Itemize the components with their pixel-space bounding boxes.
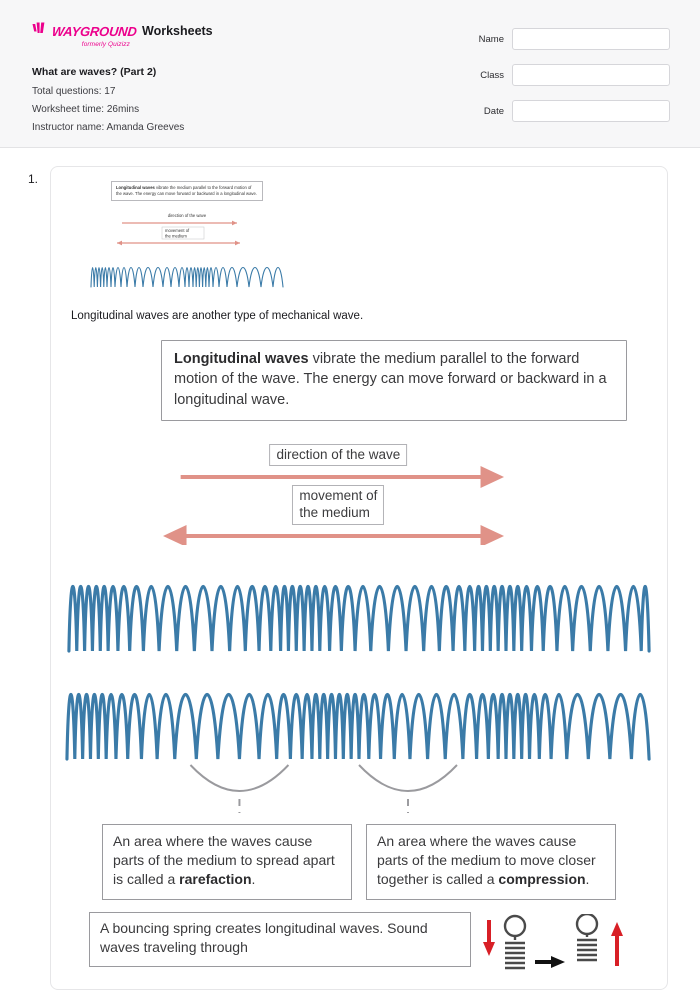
wave-direction-arrows: direction of the wave movement of the me… (65, 433, 653, 547)
wave-row-bottom (65, 692, 651, 761)
wayground-bars-icon (32, 22, 49, 40)
spring-stretched-icon (503, 914, 527, 969)
compression-term: compression (498, 871, 586, 888)
student-info-fields: Name Class Date (470, 28, 670, 136)
svg-text:direction of the wave: direction of the wave (168, 213, 207, 218)
thumbnail-wave (87, 257, 287, 296)
compression-text: An area where the waves cause parts of t… (377, 832, 596, 888)
arrow-down-red-icon (483, 919, 495, 956)
spring-illustration (479, 912, 631, 979)
bouncing-spring-note: A bouncing spring creates longitudinal w… (89, 911, 471, 967)
brace-rarefaction (189, 763, 290, 792)
rarefaction-period: . (251, 871, 256, 888)
brace-compression (358, 763, 458, 792)
worksheet-time: Worksheet time: 26mins (32, 104, 140, 115)
worksheet-meta: What are waves? (Part 2) Total questions… (32, 66, 670, 133)
name-input[interactable] (512, 28, 670, 50)
longitudinal-wave-figure (65, 555, 653, 818)
medium-movement-label: movement of the medium (292, 484, 385, 526)
thumbnail-definition-lead: Longitudinal waves (116, 185, 155, 190)
arrow-up-red-icon (611, 921, 623, 966)
question-card: Longitudinal waves vibrate the medium pa… (50, 166, 668, 990)
name-label: Name (478, 33, 504, 45)
question-1: 1. Longitudinal waves vibrate the medium… (0, 166, 700, 990)
worksheet-body: 1. Longitudinal waves vibrate the medium… (0, 148, 700, 990)
callout-rarefaction: An area where the waves cause parts of t… (102, 823, 352, 900)
compression-period: . (585, 871, 590, 888)
callout-compression: An area where the waves cause parts of t… (366, 823, 616, 900)
class-label: Class (480, 69, 504, 81)
medium-movement-line-2: the medium (299, 505, 370, 521)
wave-traces-svg (65, 584, 651, 813)
brand-row: WAYGROUND formerly Quizizz Worksheets (32, 22, 670, 48)
date-label: Date (483, 105, 504, 117)
definition-lead-term: Longitudinal waves (174, 350, 309, 367)
question-prompt: Longitudinal waves are another type of m… (71, 309, 364, 322)
svg-text:the medium: the medium (165, 233, 187, 238)
wayground-wordmark: WAYGROUND (51, 23, 138, 39)
worksheet-header: WAYGROUND formerly Quizizz Worksheets Wh… (0, 0, 700, 148)
arrows-svg (163, 465, 505, 547)
name-field-row: Name (470, 28, 670, 50)
definition-box: Longitudinal waves vibrate the medium pa… (161, 339, 627, 421)
product-label: Worksheets (142, 24, 213, 38)
medium-movement-line-1: movement of (299, 487, 378, 503)
rarefaction-text: An area where the waves cause parts of t… (113, 832, 335, 888)
arrow-right-black-icon (535, 955, 565, 968)
svg-text:movement of: movement of (165, 228, 190, 233)
worksheet-title: What are waves? (Part 2) (32, 66, 157, 78)
thumbnail-definition-box: Longitudinal waves vibrate the medium pa… (111, 181, 263, 201)
class-input[interactable] (512, 64, 670, 86)
wave-row-top (67, 584, 651, 653)
wayground-tagline: formerly Quizizz (81, 41, 130, 48)
bouncing-spring-text: A bouncing spring creates longitudinal w… (100, 919, 428, 956)
instructor-name: Instructor name: Amanda Greeves (32, 122, 185, 133)
thumbnail-definition-rest: vibrate the medium parallel to the forwa… (116, 185, 257, 196)
total-questions: Total questions: 17 (32, 86, 116, 97)
spring-svg (483, 912, 623, 969)
spring-compressed-icon (575, 912, 599, 961)
date-field-row: Date (470, 100, 670, 122)
callout-boxes: An area where the waves cause parts of t… (89, 823, 629, 900)
rarefaction-term: rarefaction (179, 871, 252, 888)
class-field-row: Class (470, 64, 670, 86)
definition-rest-text: vibrate the medium parallel to the forwa… (174, 350, 607, 409)
date-input[interactable] (512, 100, 670, 122)
question-number: 1. (28, 172, 39, 186)
bottom-note-row: A bouncing spring creates longitudinal w… (89, 911, 631, 979)
wayground-logo[interactable]: WAYGROUND formerly Quizizz (32, 22, 137, 48)
thumbnail-arrows: direction of the wave movement of the me… (87, 206, 287, 255)
wave-direction-label: direction of the wave (269, 443, 408, 467)
figure-thumbnail[interactable]: Longitudinal waves vibrate the medium pa… (87, 181, 287, 296)
